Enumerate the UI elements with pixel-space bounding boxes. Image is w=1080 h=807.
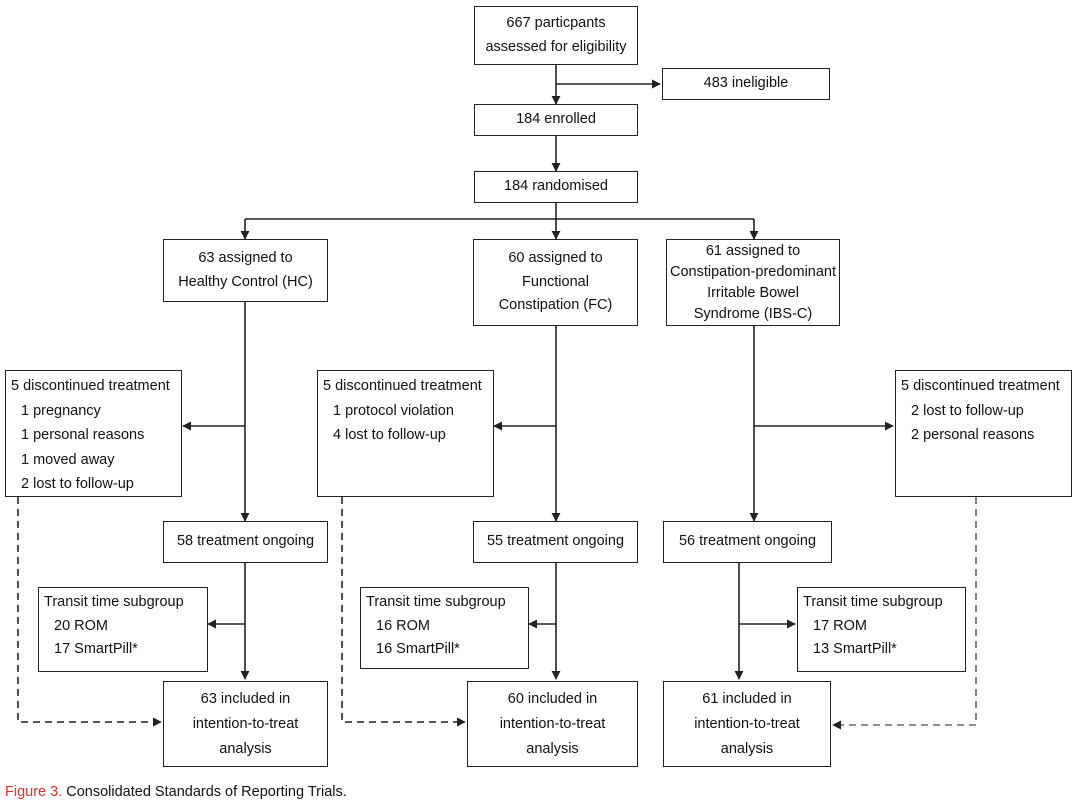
hc-discontinued-title: 5 discontinued treatment (11, 378, 170, 394)
assessed-box: 667 particpants assessed for eligibility (474, 6, 638, 65)
fc-assigned-box: 60 assigned to Functional Constipation (… (473, 239, 638, 326)
fc-discontinued-item-2: 4 lost to follow-up (333, 427, 446, 443)
hc-transit-item-2: 17 SmartPill* (54, 641, 138, 657)
figure-label: Figure 3. (5, 784, 63, 800)
ibs-assigned-box: 61 assigned to Constipation-predominant … (666, 239, 840, 326)
fc-discontinued-title: 5 discontinued treatment (323, 378, 482, 394)
ibs-discontinued-item-2: 2 personal reasons (911, 427, 1035, 443)
hc-ongoing-text: 58 treatment ongoing (176, 533, 315, 550)
fc-itt-line-2: intention-to-treat (499, 715, 606, 732)
randomised-text: 184 randomised (504, 178, 608, 195)
ibs-transit-item-1: 17 ROM (813, 617, 867, 634)
hc-transit-item-1: 20 ROM (54, 617, 108, 634)
hc-ongoing-box: 58 treatment ongoing (163, 521, 328, 563)
hc-transit-box: Transit time subgroup 20 ROM 17 SmartPil… (38, 587, 208, 672)
ibs-discontinued-item-1: 2 lost to follow-up (911, 402, 1024, 419)
figure-caption: Figure 3. Consolidated Standards of Repo… (5, 784, 347, 800)
fc-discontinued-item-1: 1 protocol violation (333, 402, 454, 419)
ibs-assigned-line-2: Constipation-predominant (669, 263, 837, 280)
hc-assigned-line-2: Healthy Control (HC) (178, 273, 313, 290)
hc-assigned-line-1: 63 assigned to (198, 250, 293, 266)
ibs-itt-line-3: analysis (720, 740, 774, 757)
fc-transit-title: Transit time subgroup (366, 594, 506, 610)
ibs-ongoing-text: 56 treatment ongoing (678, 533, 817, 550)
hc-discontinued-item-2: 1 personal reasons (21, 427, 145, 443)
hc-discontinued-item-1: 1 pregnancy (21, 402, 101, 419)
ibs-itt-line-1: 61 included in (702, 690, 792, 707)
assessed-line-2: assessed for eligibility (485, 38, 627, 55)
ibs-discontinued-box: 5 discontinued treatment 2 lost to follo… (895, 370, 1072, 497)
hc-assigned-box: 63 assigned to Healthy Control (HC) (163, 239, 328, 302)
hc-transit-title: Transit time subgroup (44, 594, 184, 610)
fc-ongoing-text: 55 treatment ongoing (486, 533, 625, 550)
assessed-line-1: 667 particpants (506, 15, 606, 31)
fc-itt-box: 60 included in intention-to-treat analys… (467, 681, 638, 767)
enrolled-box: 184 enrolled (474, 104, 638, 136)
fc-assigned-line-2: Functional (522, 273, 589, 290)
ibs-itt-line-2: intention-to-treat (694, 715, 800, 732)
fc-assigned-line-1: 60 assigned to (508, 250, 603, 267)
figure-caption-text: Consolidated Standards of Reporting Tria… (62, 784, 347, 800)
fc-transit-item-1: 16 ROM (376, 617, 430, 634)
randomised-box: 184 randomised (474, 171, 638, 203)
hc-discontinued-item-4: 2 lost to follow-up (21, 476, 134, 492)
ibs-transit-item-2: 13 SmartPill* (813, 641, 897, 657)
fc-transit-item-2: 16 SmartPill* (376, 641, 460, 657)
connector-hc-dashed (17, 497, 162, 727)
ibs-ongoing-box: 56 treatment ongoing (663, 521, 832, 563)
fc-ongoing-box: 55 treatment ongoing (473, 521, 638, 563)
hc-itt-line-2: intention-to-treat (192, 715, 299, 732)
ibs-transit-box: Transit time subgroup 17 ROM 13 SmartPil… (797, 587, 966, 672)
fc-transit-box: Transit time subgroup 16 ROM 16 SmartPil… (360, 587, 529, 669)
hc-itt-line-1: 63 included in (200, 690, 291, 707)
ibs-discontinued-title: 5 discontinued treatment (901, 378, 1060, 394)
enrolled-text: 184 enrolled (516, 111, 596, 128)
ineligible-text: 483 ineligible (703, 75, 789, 92)
ibs-itt-box: 61 included in intention-to-treat analys… (663, 681, 831, 767)
fc-discontinued-box: 5 discontinued treatment 1 protocol viol… (317, 370, 494, 497)
hc-discontinued-box: 5 discontinued treatment 1 pregnancy 1 p… (5, 370, 182, 497)
fc-assigned-line-3: Constipation (FC) (498, 297, 613, 314)
ibs-assigned-line-1: 61 assigned to (705, 242, 801, 259)
hc-discontinued-item-3: 1 moved away (21, 451, 115, 468)
hc-itt-box: 63 included in intention-to-treat analys… (163, 681, 328, 767)
ineligible-box: 483 ineligible (662, 68, 830, 100)
connector-ibs-dashed (832, 497, 977, 730)
fc-itt-line-3: analysis (526, 740, 579, 757)
hc-itt-line-3: analysis (219, 740, 272, 757)
ibs-assigned-line-4: Syndrome (IBS-C) (693, 305, 813, 322)
ibs-assigned-line-3: Irritable Bowel (707, 284, 799, 301)
connector-fc-dashed (341, 497, 466, 727)
fc-itt-line-1: 60 included in (507, 690, 598, 707)
ibs-transit-title: Transit time subgroup (803, 594, 943, 610)
